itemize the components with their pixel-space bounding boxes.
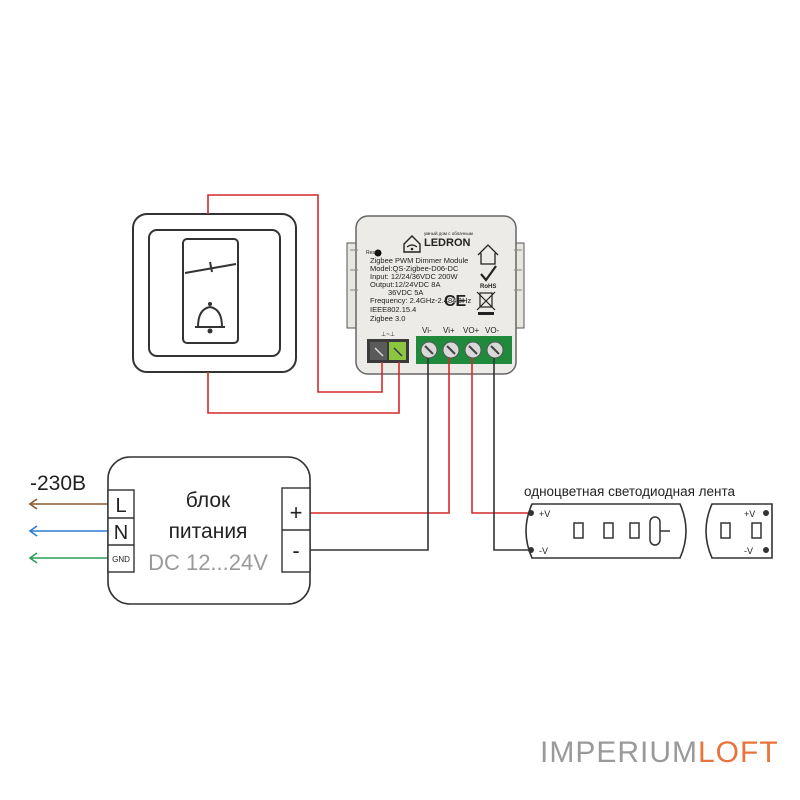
psu-minus-wire (310, 358, 429, 551)
spec-line-4: Output:12/24VDC 8A (370, 280, 440, 289)
strip-title: одноцветная светодиодная лента (524, 484, 736, 499)
power-supply: L N GND + - блок питания DC 12...24V (107, 456, 311, 605)
house-icon (477, 244, 499, 265)
power-terminal-block (416, 336, 512, 364)
wall-switch (132, 213, 297, 373)
arrow-l-icon (28, 498, 38, 510)
spec-line-6: Frequency: 2.4GHz-2.484GHz (370, 296, 472, 305)
ce-mark: CE (444, 293, 467, 310)
psu-plus-wire (310, 358, 450, 514)
terminal-label-vi-minus: Vi- (422, 326, 432, 335)
arrow-n-icon (28, 525, 38, 537)
resistor (649, 516, 661, 546)
switch-wire-bottom (207, 362, 400, 414)
led-chip (629, 522, 640, 539)
led-chip (603, 522, 614, 539)
watermark-part2: LOFT (698, 736, 779, 769)
brand-logo: LEDRON (424, 237, 471, 249)
spec-line-1: Zigbee PWM Dimmer Module (370, 256, 468, 265)
dimmer-module: умный дом с облачным LEDRON Reset Zigbee… (346, 215, 525, 375)
wifi-house-icon (403, 235, 421, 253)
arrow-gnd-icon (28, 552, 38, 564)
spec-text: Zigbee PWM Dimmer Module Model:QS-Zigbee… (370, 256, 472, 323)
terminal-label-vo-minus: VO- (485, 326, 500, 335)
spec-line-5: 36VDC 5A (388, 288, 423, 297)
led-chip (751, 522, 762, 539)
terminal-n-label: N (114, 522, 128, 544)
rohs-label: RoHS (480, 284, 496, 290)
switch-wire-top (207, 194, 383, 393)
reset-button[interactable] (374, 249, 382, 257)
strip-end-minus-label: -V (744, 546, 753, 556)
psu-title-line2: питания (169, 520, 248, 543)
weee-bin-icon (476, 291, 496, 315)
led-strip: одноцветная светодиодная лента +V -V +V … (524, 484, 773, 559)
reset-label: Reset (366, 250, 380, 256)
checkmark-icon (480, 265, 497, 282)
spec-line-2: Model:QS-Zigbee-D06-DC (370, 264, 459, 273)
brand-tagline: умный дом с облачным (424, 230, 473, 236)
watermark: IMPERIUMLOFT (540, 736, 779, 769)
wires (30, 194, 531, 559)
strip-plus-label: +V (539, 509, 550, 519)
terminal-label-vo-plus: VO+ (463, 326, 480, 335)
switch-symbol-icon: ⊥~⊥ (381, 331, 395, 338)
strip-minus-label: -V (539, 546, 548, 556)
led-chip (573, 522, 584, 539)
terminal-l-label: L (115, 495, 126, 517)
spec-line-8: Zigbee 3.0 (370, 314, 405, 323)
terminal-label-vi-plus: Vi+ (443, 326, 455, 335)
switch-terminal-block: ⊥~⊥ (367, 331, 409, 363)
psu-minus-label: - (292, 538, 299, 563)
terminal-gnd-label: GND (112, 555, 130, 564)
strip-end-plus-label: +V (744, 509, 755, 519)
spec-line-3: Input: 12/24/36VDC 200W (370, 272, 458, 281)
psu-title-line1: блок (186, 489, 231, 512)
psu-plus-label: + (290, 500, 303, 525)
wire-arrows (28, 498, 38, 564)
led-chip (720, 522, 731, 539)
strip-plus-wire (471, 358, 531, 514)
spec-line-7: IEEE802.15.4 (370, 305, 416, 314)
watermark-part1: IMPERIUM (540, 736, 698, 769)
strip-minus-wire (493, 358, 531, 551)
bell-icon (195, 302, 225, 334)
mains-voltage-label: -230B (30, 472, 86, 495)
psu-voltage-label: DC 12...24V (148, 550, 268, 575)
